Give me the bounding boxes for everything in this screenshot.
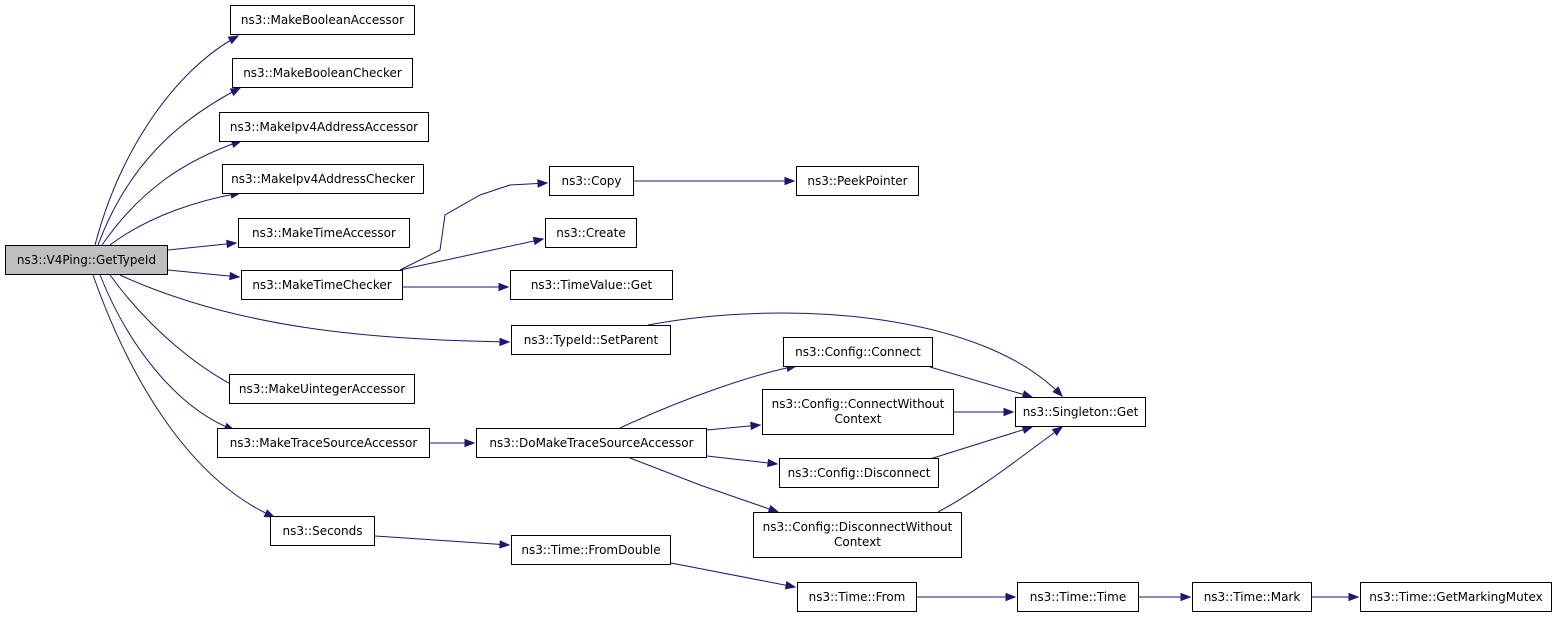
- edge-make-time-checker-to-time-value-get: [403, 282, 510, 292]
- edge-do-make-trace-source-accessor-to-config-connect-without-context: [706, 421, 762, 431]
- node-label: ns3::MakeTraceSourceAccessor: [229, 435, 418, 450]
- edge-get-type-id-to-make-ipv4-address-checker: [109, 190, 242, 246]
- node-label: ns3::V4Ping::GetTypeId: [16, 252, 157, 267]
- edge-get-type-id-to-make-time-checker: [167, 269, 241, 281]
- node-type-id-set-parent[interactable]: ns3::TypeId::SetParent: [511, 325, 671, 355]
- node-label: ns3::Config::Disconnect: [787, 465, 931, 480]
- node-label: ns3::PeekPointer: [807, 173, 908, 188]
- node-make-ipv4-address-accessor[interactable]: ns3::MakeIpv4AddressAccessor: [219, 112, 429, 142]
- node-label: ns3::Seconds: [282, 523, 363, 538]
- node-label: ns3::Time::GetMarkingMutex: [1369, 589, 1543, 604]
- edge-get-type-id-to-seconds: [92, 274, 276, 518]
- node-time-from[interactable]: ns3::Time::From: [797, 582, 917, 612]
- node-time-value-get[interactable]: ns3::TimeValue::Get: [510, 270, 673, 300]
- node-make-boolean-accessor[interactable]: ns3::MakeBooleanAccessor: [230, 5, 415, 35]
- edge-type-id-set-parent-to-singleton-get: [647, 312, 1063, 397]
- node-copy[interactable]: ns3::Copy: [549, 166, 634, 196]
- edge-copy-to-peek-pointer: [634, 176, 796, 186]
- edge-do-make-trace-source-accessor-to-config-disconnect-without-context: [629, 457, 780, 513]
- node-label: ns3::MakeBooleanAccessor: [240, 12, 405, 27]
- node-peek-pointer[interactable]: ns3::PeekPointer: [796, 166, 919, 196]
- edge-get-type-id-to-make-boolean-accessor: [94, 35, 240, 246]
- edge-time-mark-to-time-get-marking-mutex: [1312, 592, 1360, 602]
- node-label: ns3::Create: [556, 225, 626, 240]
- node-seconds[interactable]: ns3::Seconds: [270, 516, 375, 546]
- edge-get-type-id-to-make-time-accessor: [167, 239, 238, 251]
- node-label: ns3::Config::Connect: [795, 344, 921, 359]
- edge-make-time-checker-to-create: [399, 236, 545, 271]
- node-label: ns3::MakeUintegerAccessor: [238, 381, 406, 396]
- node-label: ns3::DoMakeTraceSourceAccessor: [489, 435, 694, 450]
- node-config-disconnect[interactable]: ns3::Config::Disconnect: [779, 458, 939, 488]
- node-label: ns3::Time::Mark: [1203, 589, 1301, 604]
- edge-make-trace-source-accessor-to-do-make-trace-source-accessor: [430, 438, 476, 448]
- node-singleton-get[interactable]: ns3::Singleton::Get: [1015, 397, 1146, 427]
- node-time-from-double[interactable]: ns3::Time::FromDouble: [511, 535, 671, 565]
- node-time-mark[interactable]: ns3::Time::Mark: [1192, 582, 1312, 612]
- node-get-type-id[interactable]: ns3::V4Ping::GetTypeId: [5, 245, 168, 275]
- edge-time-time-to-time-mark: [1139, 592, 1192, 602]
- node-make-ipv4-address-checker[interactable]: ns3::MakeIpv4AddressChecker: [222, 164, 424, 194]
- node-label: ns3::MakeIpv4AddressAccessor: [229, 119, 419, 134]
- edge-get-type-id-to-make-trace-source-accessor: [99, 274, 236, 431]
- node-make-time-accessor[interactable]: ns3::MakeTimeAccessor: [238, 218, 410, 248]
- node-label: ns3::Singleton::Get: [1022, 404, 1139, 419]
- node-label: ns3::MakeTimeChecker: [252, 277, 392, 292]
- node-make-uinteger-accessor[interactable]: ns3::MakeUintegerAccessor: [229, 374, 415, 404]
- edge-time-from-double-to-time-from: [670, 562, 797, 590]
- edge-config-connect-without-context-to-singleton-get: [954, 407, 1015, 417]
- node-label: ns3::Copy: [561, 173, 622, 188]
- edge-get-type-id-to-make-boolean-checker: [97, 87, 242, 246]
- edge-config-disconnect-without-context-to-singleton-get: [937, 426, 1064, 513]
- node-time-get-marking-mutex[interactable]: ns3::Time::GetMarkingMutex: [1360, 582, 1552, 612]
- node-label: Context: [833, 535, 881, 549]
- edge-get-type-id-to-type-id-set-parent: [119, 274, 511, 347]
- edge-get-type-id-to-make-uinteger-accessor: [109, 274, 246, 392]
- edge-time-from-to-time-time: [917, 592, 1017, 602]
- node-label: ns3::Time::Time: [1029, 589, 1127, 604]
- node-label: ns3::MakeBooleanChecker: [243, 65, 402, 80]
- node-label: Context: [834, 412, 882, 426]
- node-label: ns3::Config::DisconnectWithout: [762, 520, 953, 534]
- node-make-trace-source-accessor[interactable]: ns3::MakeTraceSourceAccessor: [217, 428, 430, 458]
- node-label: ns3::Time::From: [808, 589, 906, 604]
- edge-make-time-checker-to-copy: [399, 179, 549, 271]
- node-label: ns3::Time::FromDouble: [521, 542, 661, 557]
- node-time-time[interactable]: ns3::Time::Time: [1017, 582, 1139, 612]
- node-config-connect[interactable]: ns3::Config::Connect: [783, 337, 933, 367]
- node-create[interactable]: ns3::Create: [545, 218, 637, 248]
- node-make-time-checker[interactable]: ns3::MakeTimeChecker: [241, 270, 403, 300]
- node-make-boolean-checker[interactable]: ns3::MakeBooleanChecker: [232, 58, 413, 88]
- node-do-make-trace-source-accessor[interactable]: ns3::DoMakeTraceSourceAccessor: [476, 428, 707, 458]
- edge-seconds-to-time-from-double: [374, 535, 511, 549]
- node-label: ns3::MakeTimeAccessor: [252, 225, 396, 240]
- node-label: ns3::TypeId::SetParent: [523, 332, 659, 347]
- edge-do-make-trace-source-accessor-to-config-disconnect: [706, 455, 779, 468]
- node-label: ns3::Config::ConnectWithout: [771, 397, 945, 411]
- node-label: ns3::MakeIpv4AddressChecker: [231, 171, 415, 186]
- node-label: ns3::TimeValue::Get: [530, 277, 653, 292]
